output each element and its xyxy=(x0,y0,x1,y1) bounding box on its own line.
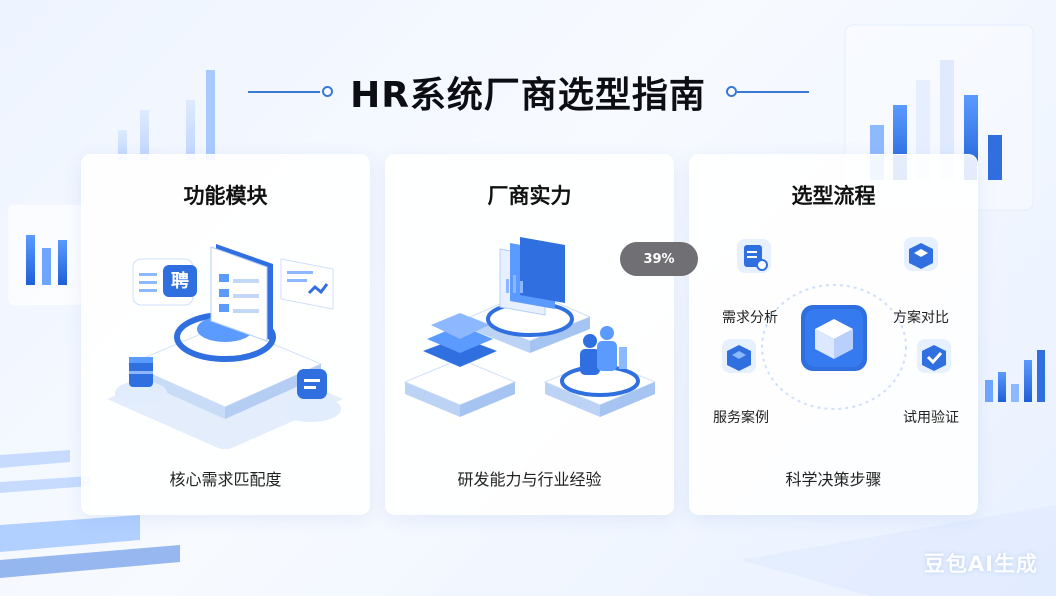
bg-stripes-bottom-left xyxy=(0,450,180,578)
bg-panel-left xyxy=(8,205,86,305)
document-icon xyxy=(210,244,273,342)
step-label: 试用验证 xyxy=(903,410,959,426)
title-line-left xyxy=(248,91,320,93)
watermark: 豆包AI生成 xyxy=(923,552,1038,576)
title-area: HR系统厂商选型指南 xyxy=(0,62,1056,122)
recruit-chat-icon xyxy=(132,258,197,306)
card-title: 选型流程 xyxy=(791,184,876,208)
progress-badge: 39% xyxy=(620,242,698,276)
card-subtitle: 研发能力与行业经验 xyxy=(457,470,602,489)
step-label: 服务案例 xyxy=(713,410,769,426)
chart-card-icon xyxy=(280,258,334,310)
step-label: 需求分析 xyxy=(722,310,778,326)
report-stack-icon xyxy=(468,237,592,353)
team-icon xyxy=(543,326,657,417)
trial-verify-icon xyxy=(917,339,951,373)
title-dot-left xyxy=(322,86,333,97)
card-subtitle: 科学决策步骤 xyxy=(785,470,882,489)
card-selection-process: 选型流程 xyxy=(689,154,978,515)
page-title: HR系统厂商选型指南 xyxy=(350,75,706,116)
vendor-illustration xyxy=(403,237,657,417)
bg-bars-left-top xyxy=(118,70,215,160)
card-icon-char: 聘 xyxy=(171,270,189,292)
card-function-modules: 功能模块 聘 xyxy=(81,154,370,515)
title-dot-right xyxy=(726,86,737,97)
step-label: 方案对比 xyxy=(893,310,949,326)
message-icon xyxy=(281,369,341,422)
bg-stripe-bottom-right xyxy=(740,505,1056,596)
process-illustration xyxy=(722,237,951,410)
requirement-doc-icon xyxy=(737,239,771,273)
stack-layers-icon xyxy=(403,313,517,417)
center-cube-icon xyxy=(801,305,867,371)
database-icon xyxy=(115,357,167,405)
bg-bars-right-bottom xyxy=(985,350,1045,402)
card-title: 功能模块 xyxy=(183,184,268,208)
card-subtitle: 核心需求匹配度 xyxy=(169,470,282,489)
card-title: 厂商实力 xyxy=(487,184,572,208)
compare-box-icon xyxy=(904,237,938,271)
modules-illustration: 聘 xyxy=(107,244,343,449)
card-vendor-strength: 厂商实力 xyxy=(385,154,674,515)
title-line-right xyxy=(737,91,809,93)
service-case-icon xyxy=(722,339,756,373)
